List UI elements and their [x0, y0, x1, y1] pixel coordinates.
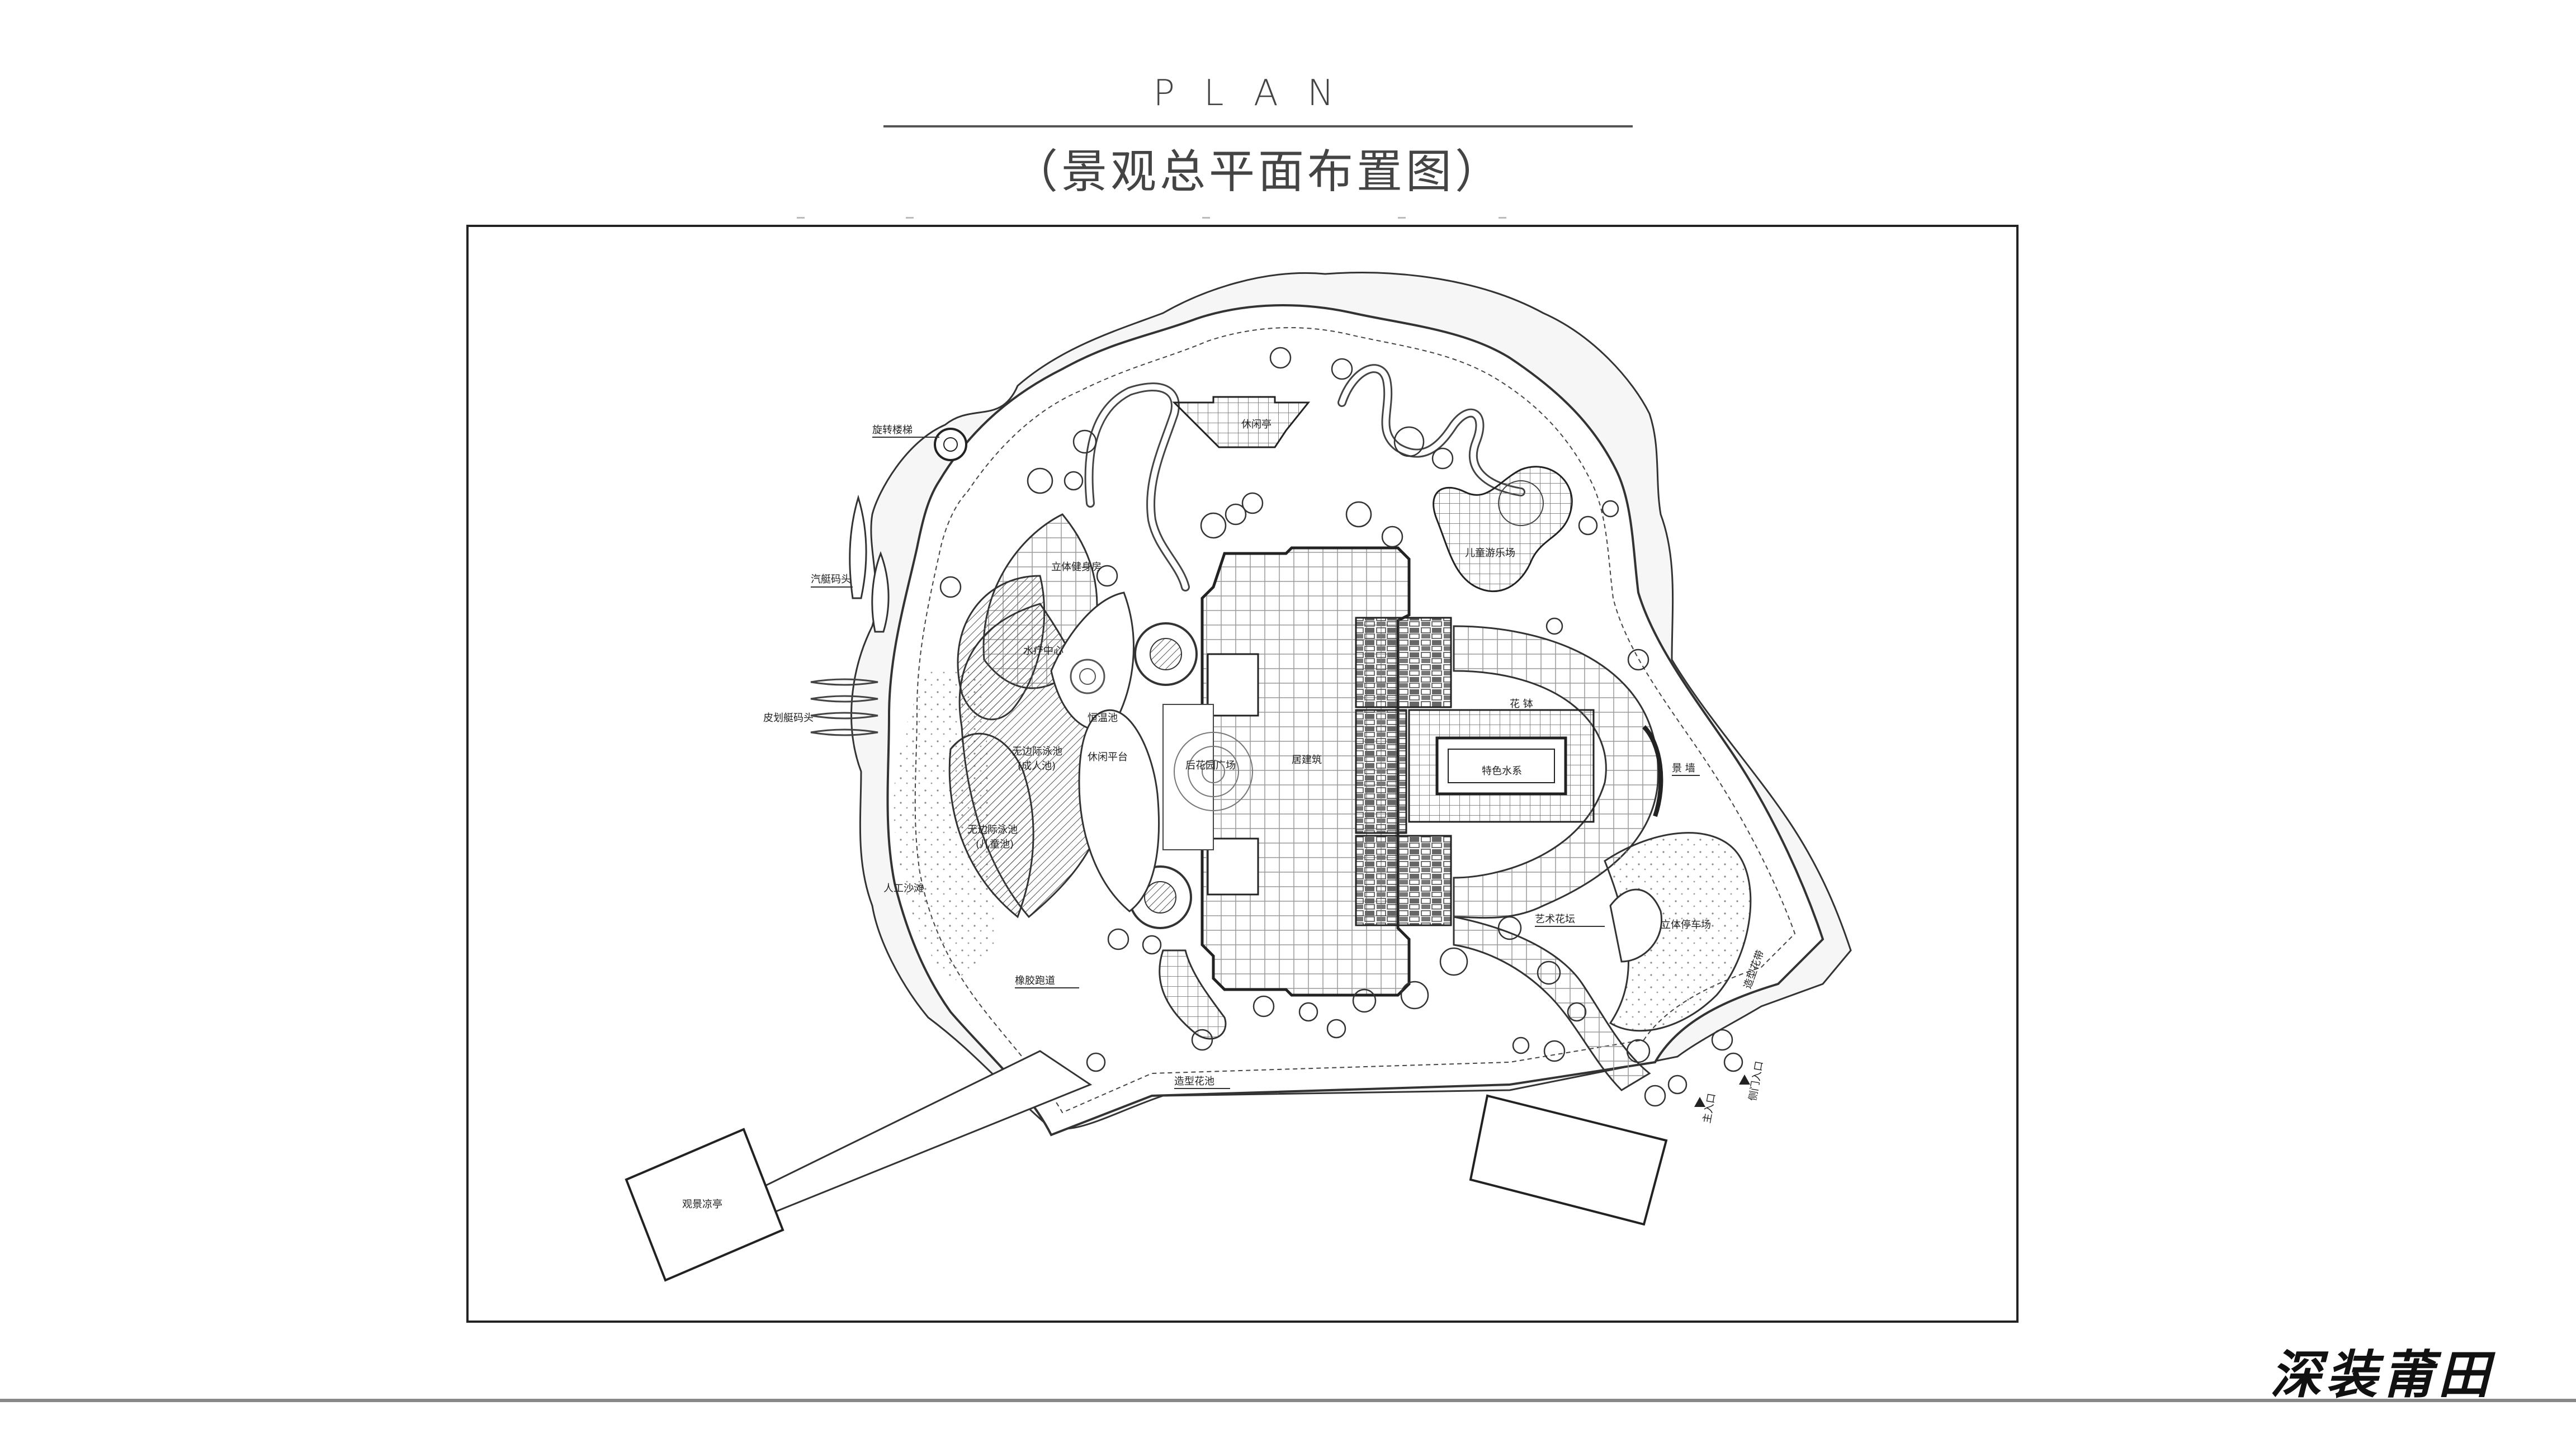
label-infinity-pool-kids: 无边际泳池	[967, 824, 1018, 836]
label-view-pavilion: 观景凉亭	[682, 1199, 722, 1210]
yacht-2	[871, 551, 890, 633]
label-kids-playground: 儿童游乐场	[1465, 547, 1515, 559]
brick-strip-bottom	[1355, 835, 1452, 926]
plan-title: PLAN	[1153, 73, 1363, 114]
label-art-garden: 艺术花坛	[1535, 914, 1575, 925]
infinity-pool-kids-leaf	[948, 732, 1034, 919]
label-fitness-room: 立体健身房	[1051, 561, 1102, 573]
leisure-deck	[1078, 709, 1160, 912]
title-underline	[883, 125, 1633, 127]
label-side-entrance: 侧门入口	[1747, 1060, 1765, 1102]
plan-subtitle: （景观总平面布置图）	[1012, 145, 1504, 198]
pier	[753, 1050, 1093, 1214]
label-flower-bed: 花 钵	[1510, 698, 1533, 710]
rear-garden-plaza	[1162, 704, 1214, 850]
label-bath-center: 水疗中心	[1023, 645, 1064, 657]
drawing-frame	[466, 225, 2019, 1323]
spiral-stair	[934, 428, 967, 461]
label-yacht-dock: 汽艇码头	[811, 574, 851, 585]
stereo-parking	[1604, 832, 1752, 1032]
label-artificial-beach: 人工沙滩	[883, 883, 924, 894]
label-kids-pool: (儿童池)	[976, 839, 1014, 850]
shaped-flower-pool	[1159, 949, 1227, 1040]
label-main-entrance: 主入口	[1701, 1092, 1718, 1124]
signature: 深装莆田	[2270, 1345, 2494, 1405]
label-rear-garden-plaza: 后花园广场	[1185, 760, 1236, 772]
feature-water	[1435, 736, 1567, 796]
art-garden-path	[1453, 916, 1651, 1091]
main-entrance-arrow	[1694, 1097, 1705, 1107]
label-stereo-parking: 立体停车场	[1661, 919, 1711, 931]
label-shaped-flower-pool: 造型花池	[1174, 1076, 1214, 1087]
label-scene-wall: 景 墙	[1672, 763, 1695, 774]
label-feature-water: 特色水系	[1482, 765, 1522, 777]
label-leisure-deck: 休闲平台	[1088, 751, 1128, 763]
feature-water-ring	[1453, 625, 1660, 919]
footer-rule	[0, 1399, 2576, 1402]
label-rubber-track: 橡胶跑道	[1015, 975, 1055, 987]
label-constant-temp-pool: 恒温池	[1088, 712, 1118, 724]
label-canoe-dock: 皮划艇码头	[763, 712, 814, 724]
scene-wall	[1642, 725, 1663, 817]
side-entrance-arrow	[1739, 1075, 1750, 1085]
drop-off-zone	[1469, 1094, 1668, 1226]
tree-group	[939, 347, 1743, 1107]
kids-playground	[1433, 466, 1573, 593]
label-spiral-stair: 旋转楼梯	[872, 424, 913, 436]
brick-strip-top	[1355, 617, 1452, 708]
label-main-building: 居建筑	[1292, 754, 1322, 766]
brick-strip-mid	[1355, 709, 1407, 834]
label-adult-pool: (成人池)	[1018, 760, 1056, 772]
view-pavilion	[625, 1128, 784, 1282]
constant-temp-pool	[1050, 591, 1135, 731]
top-pavilion	[1172, 396, 1311, 448]
canoe-dock	[810, 678, 878, 736]
yacht-1	[849, 494, 867, 599]
label-infinity-pool-adult: 无边际泳池	[1012, 746, 1062, 758]
label-top-pavilion: 休闲亭	[1241, 419, 1272, 430]
